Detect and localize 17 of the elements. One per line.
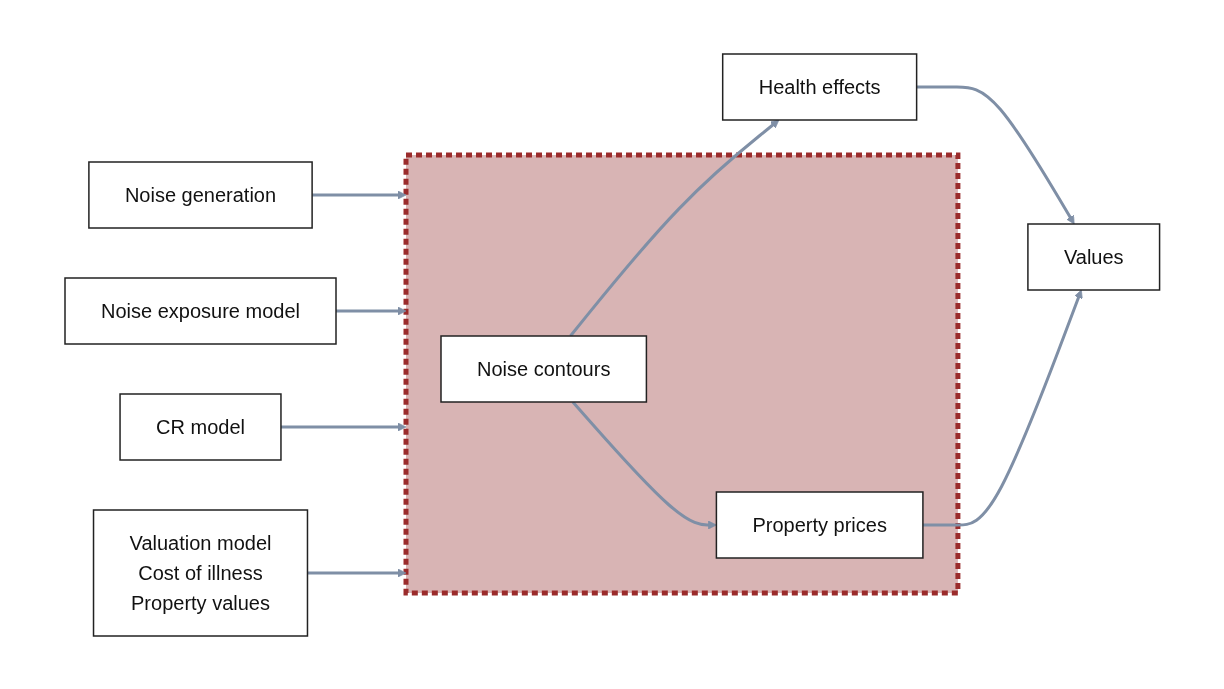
arrow: [568, 119, 780, 337]
arrow: [916, 85, 1075, 224]
node-box: Values: [1026, 222, 1161, 291]
node-box: Noise generation: [87, 160, 313, 229]
arrow: [311, 190, 407, 199]
node-box: Noise contours: [439, 334, 647, 403]
node-box: Health effects: [721, 52, 918, 121]
arrow: [571, 400, 717, 529]
arrow: [922, 289, 1083, 526]
node-box: Noise exposure model: [63, 276, 337, 345]
cluster: [403, 152, 961, 595]
arrow: [335, 306, 407, 315]
node-box: Property prices: [715, 490, 924, 559]
arrow: [307, 568, 407, 577]
node-box: CR model: [119, 392, 282, 461]
node-box: Valuation model Cost of illness Property values: [92, 508, 308, 637]
arrow: [280, 422, 407, 431]
